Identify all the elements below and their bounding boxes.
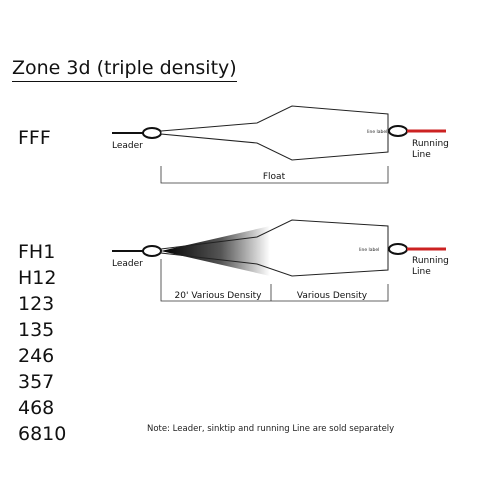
loop-connector [142, 245, 162, 257]
density-gradient-section [161, 226, 270, 276]
density-segment-label-1: 20' Various Density [175, 291, 263, 301]
float-segment-label: Float [263, 172, 286, 182]
float-line-diagram: line label Leader Running Line Float [112, 105, 452, 184]
line-label-text: line label [359, 247, 379, 253]
segment-bracket [160, 259, 389, 302]
leader-label: Leader [112, 259, 143, 269]
running-line-label-line1: Running [412, 256, 449, 266]
line-code: 6810 [18, 423, 67, 445]
running-line-label-line1: Running [412, 139, 449, 149]
line-taper-outline [160, 219, 389, 277]
line-code: 123 [18, 293, 55, 315]
line-code: H12 [18, 267, 57, 289]
line-code: 357 [18, 371, 55, 393]
running-line-label-line2: Line [412, 150, 431, 160]
loop-connector [388, 243, 408, 255]
running-line-label: Running Line [412, 256, 452, 277]
line-code: FH1 [18, 241, 56, 263]
segment-bracket [160, 166, 389, 184]
line-code: 246 [18, 345, 55, 367]
running-line-label-line2: Line [412, 267, 431, 277]
loop-connector [388, 125, 408, 137]
line-taper-outline [160, 105, 389, 161]
line-code: 135 [18, 319, 55, 341]
density-line-diagram: line label Leader Running Line 20' Vario… [112, 219, 452, 302]
loop-connector [142, 127, 162, 139]
footnote: Note: Leader, sinktip and running Line a… [147, 424, 395, 434]
line-code: 468 [18, 397, 55, 419]
page-title: Zone 3d (triple density) [12, 56, 237, 82]
line-code-fff: FFF [18, 127, 51, 149]
density-segment-label-2: Various Density [297, 291, 368, 301]
line-label-text: line label [367, 129, 387, 135]
leader-label: Leader [112, 141, 143, 151]
running-line-label: Running Line [412, 139, 452, 160]
